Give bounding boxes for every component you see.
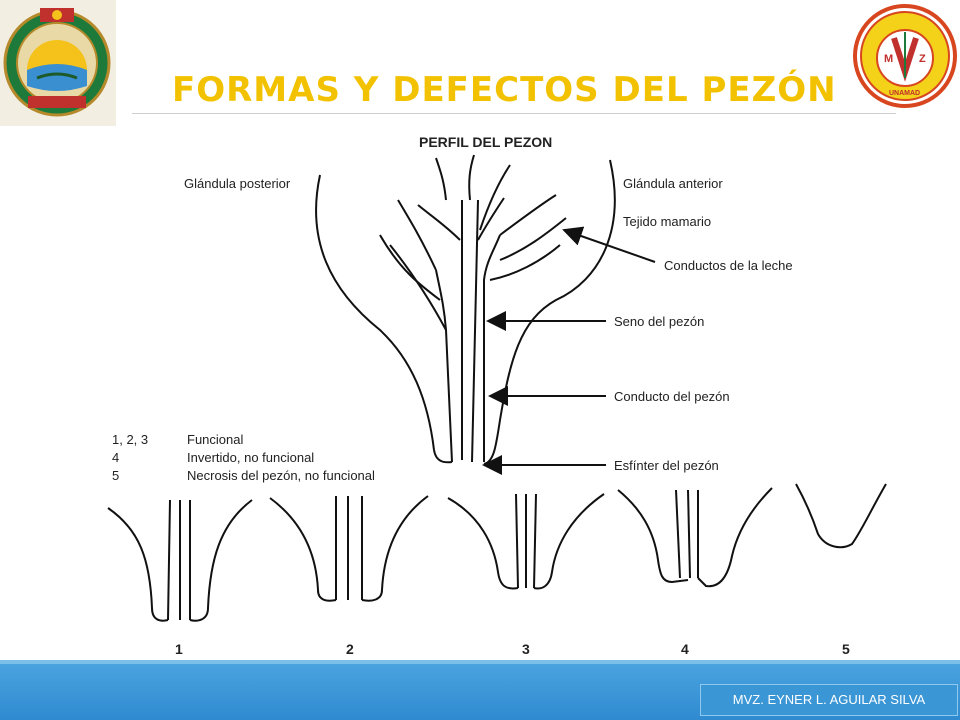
legend-text-3: Necrosis del pezón, no funcional — [187, 468, 375, 483]
shape-number-4: 4 — [681, 641, 689, 657]
slide-title: Formas y defectos del pezón — [172, 70, 837, 110]
legend-text-2: Invertido, no funcional — [187, 450, 314, 465]
shape-number-1: 1 — [175, 641, 183, 657]
teat-main-profile — [315, 154, 616, 465]
shape-number-2: 2 — [346, 641, 354, 657]
teat-shape-3 — [447, 493, 605, 590]
legend-key-1: 1, 2, 3 — [112, 432, 148, 447]
title-divider — [132, 113, 896, 114]
label-arrows — [482, 226, 656, 475]
teat-shape-5 — [795, 483, 887, 549]
legend-key-2: 4 — [112, 450, 119, 465]
legend-key-3: 5 — [112, 468, 119, 483]
label-glandula-anterior: Glándula anterior — [623, 176, 723, 191]
label-glandula-posterior: Glándula posterior — [184, 176, 291, 191]
teat-shape-4 — [617, 487, 773, 588]
label-conducto-pezon: Conducto del pezón — [614, 389, 730, 404]
teat-shape-2 — [269, 495, 429, 602]
svg-text:M: M — [884, 53, 893, 65]
diagram-heading: PERFIL DEL PEZON — [419, 134, 552, 150]
label-esfinter-pezon: Esfínter del pezón — [614, 458, 719, 473]
label-tejido-mamario: Tejido mamario — [623, 214, 711, 229]
legend-text-1: Funcional — [187, 432, 243, 447]
label-conductos-leche: Conductos de la leche — [664, 258, 793, 273]
shape-number-5: 5 — [842, 641, 850, 657]
footer-accent-line — [0, 660, 960, 664]
footer-author-box: MVZ. EYNER L. AGUILAR SILVA — [700, 684, 958, 716]
svg-text:Z: Z — [919, 53, 926, 65]
teat-profile-diagram: PERFIL DEL PEZON Glándula posterior Glán… — [107, 134, 887, 657]
label-seno-pezon: Seno del pezón — [614, 314, 704, 329]
university-crest-logo — [0, 0, 116, 126]
seal-unamad-text: UNAMAD — [889, 90, 920, 97]
teat-shape-1 — [107, 499, 253, 622]
shape-legend: 1, 2, 3 Funcional 4 Invertido, no funcio… — [112, 432, 375, 483]
shape-number-3: 3 — [522, 641, 530, 657]
mvz-seal-logo: M Z UNAMAD — [850, 0, 960, 112]
